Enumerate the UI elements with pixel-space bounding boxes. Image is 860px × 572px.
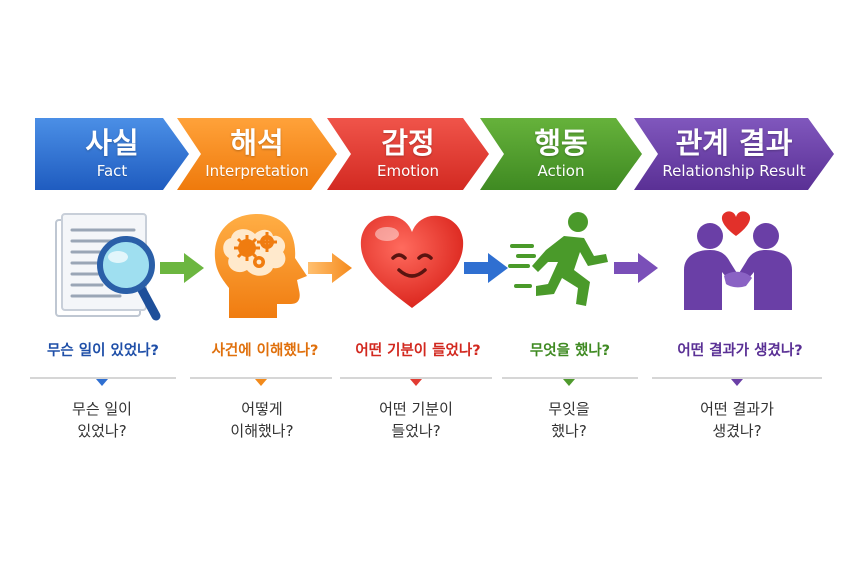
step-question: 사건에 이해했나? [211, 343, 319, 359]
arrow-right-icon [464, 253, 508, 283]
divider [652, 377, 822, 379]
answer-line: 어떤 결과가 [700, 400, 774, 418]
step-title: 사실 [85, 126, 139, 160]
divider [190, 377, 332, 379]
answer-line: 어떤 기분이 [379, 400, 453, 418]
pointer-triangle [563, 379, 575, 386]
answer-line: 무슨 일이 [72, 400, 132, 418]
arrow-right-icon [308, 253, 352, 283]
step-subtitle: Action [537, 162, 585, 180]
answer-line: 이해했나? [230, 422, 294, 440]
step-subtitle: Emotion [377, 162, 439, 180]
document-magnifier-icon [55, 213, 161, 321]
step-subtitle: Fact [96, 162, 128, 180]
divider [30, 377, 176, 379]
step-subtitle: Relationship Result [662, 162, 806, 180]
answer-line: 무잇을 [548, 400, 590, 418]
divider [340, 377, 492, 379]
step-header-interpretation: 해석 Interpretation [177, 118, 337, 190]
step-title: 행동 [534, 126, 588, 160]
step-title: 해석 [230, 126, 284, 160]
step-question: 어떤 기분이 들었나? [355, 343, 481, 359]
step-question: 무엇을 했나? [529, 343, 611, 359]
pointer-triangle [410, 379, 422, 386]
step-question: 어떤 결과가 생겼나? [677, 343, 803, 359]
step-answer: 어떻게 이해했나? [197, 398, 327, 442]
pointer-triangle [255, 379, 267, 386]
step-header-relationship-result: 관계 결과 Relationship Result [634, 118, 834, 190]
answer-line: 있었나? [77, 422, 127, 440]
answer-line: 했나? [551, 422, 587, 440]
step-answer: 무잇을 했나? [504, 398, 634, 442]
step-title: 감정 [381, 126, 435, 160]
arrow-right-icon [614, 253, 658, 283]
step-header-action: 행동 Action [480, 118, 642, 190]
running-person-icon [508, 212, 608, 306]
step-subtitle: Interpretation [205, 162, 309, 180]
step-answer: 어떤 기분이 들었나? [351, 398, 481, 442]
pointer-triangle [731, 379, 743, 386]
step-header-emotion: 감정 Emotion [327, 118, 489, 190]
divider [502, 377, 638, 379]
handshake-heart-icon [684, 211, 792, 310]
pointer-triangle [96, 379, 108, 386]
head-gears-icon [214, 214, 307, 318]
step-answer: 무슨 일이 있었나? [37, 398, 167, 442]
answer-line: 생겼나? [712, 422, 762, 440]
smiling-heart-icon [360, 215, 464, 308]
step-title: 관계 결과 [675, 126, 793, 160]
answer-line: 들었나? [391, 422, 441, 440]
answer-line: 어떻게 [241, 400, 283, 418]
step-answer: 어떤 결과가 생겼나? [672, 398, 802, 442]
step-header-fact: 사실 Fact [35, 118, 189, 190]
step-question: 무슨 일이 있었나? [47, 343, 159, 359]
arrow-right-icon [160, 253, 204, 283]
